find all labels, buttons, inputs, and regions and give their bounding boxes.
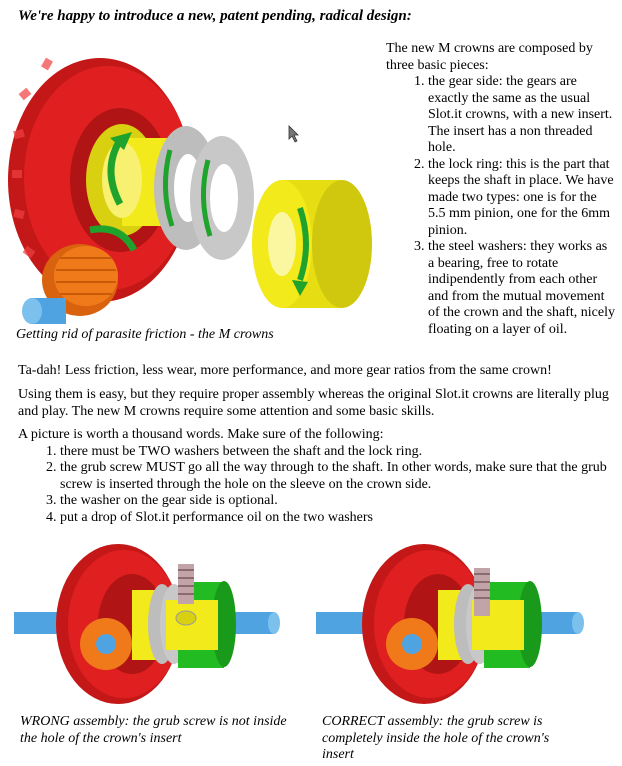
- wrong-caption: WRONG assembly: the grub screw is not in…: [20, 714, 287, 746]
- list-item: the washer on the gear side is optional.: [60, 493, 618, 510]
- assembly-checklist: A picture is worth a thousand words. Mak…: [18, 427, 618, 526]
- list-item: put a drop of Slot.it performance oil on…: [60, 510, 618, 527]
- intro-heading: We're happy to introduce a new, patent p…: [18, 8, 412, 24]
- rotation-arrow: [89, 225, 138, 252]
- list-item: the steel washers: they works as a beari…: [428, 239, 616, 338]
- shaft: [22, 298, 66, 324]
- pinion-gear: [80, 618, 132, 670]
- usage-paragraph: Using them is easy, but they require pro…: [18, 387, 609, 419]
- description-lead: The new M crowns are composed by three b…: [386, 41, 593, 73]
- list-item: there must be TWO washers between the sh…: [60, 444, 618, 461]
- list-item: the grub screw MUST go all the way throu…: [60, 460, 618, 493]
- mouse-cursor-icon: [288, 125, 299, 143]
- hero-caption: Getting rid of parasite friction - the M…: [16, 327, 274, 342]
- pinion-gear: [386, 618, 438, 670]
- list-item: the lock ring: this is the part that kee…: [428, 157, 616, 240]
- lock-ring: [252, 180, 372, 308]
- crown-description: The new M crowns are composed by three b…: [386, 41, 616, 338]
- benefits-paragraph: Ta-dah! Less friction, less wear, more p…: [18, 363, 552, 378]
- wrong-assembly-illustration: [14, 544, 280, 704]
- steel-washer: [190, 136, 254, 260]
- rotation-arrow: [107, 138, 124, 206]
- list-item: the gear side: the gears are exactly the…: [428, 74, 616, 157]
- pieces-list: the gear side: the gears are exactly the…: [386, 74, 616, 338]
- checklist-items: there must be TWO washers between the sh…: [18, 444, 618, 527]
- arrow-head: [110, 132, 132, 150]
- checklist-lead: A picture is worth a thousand words. Mak…: [18, 427, 384, 442]
- correct-assembly-illustration: [316, 544, 584, 704]
- m-crown-exploded-illustration: [8, 57, 372, 324]
- correct-caption: CORRECT assembly: the grub screw is comp…: [322, 714, 550, 762]
